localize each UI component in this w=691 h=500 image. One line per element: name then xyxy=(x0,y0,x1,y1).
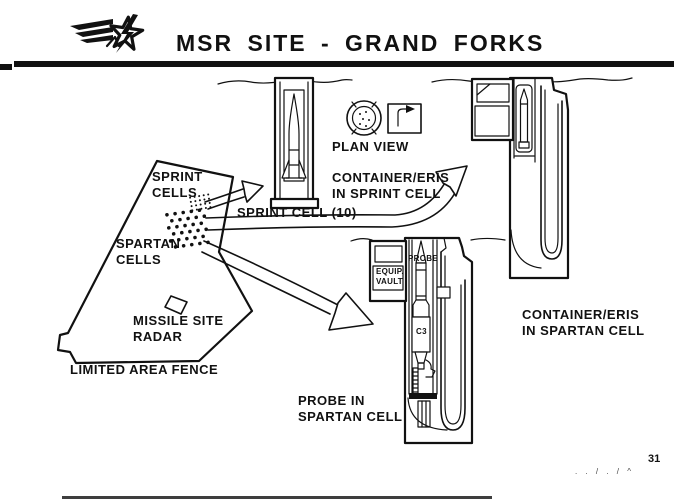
missile-site-radar-label: MISSILE SITE RADAR xyxy=(133,313,224,344)
title-rule xyxy=(14,61,674,67)
arrow-container-eris-sprint xyxy=(205,165,468,231)
limited-area-fence-label: LIMITED AREA FENCE xyxy=(70,362,219,377)
plan-view-drawing xyxy=(346,100,422,136)
spartan-cells-label: SPARTAN CELLS xyxy=(116,236,181,267)
winged-star-logo xyxy=(70,14,145,53)
sprint-cell-drawing xyxy=(269,76,320,210)
arrow-probe-spartan xyxy=(201,240,374,331)
container-eris-spartan-label: CONTAINER/ERIS IN SPARTAN CELL xyxy=(522,307,645,338)
scan-artifact xyxy=(0,64,12,70)
probe-detail-label: PROBE xyxy=(408,254,438,263)
plan-view-label: PLAN VIEW xyxy=(332,139,409,154)
sprint-cell-count-label: SPRINT CELL (10) xyxy=(237,205,357,220)
sprint-cells-dots xyxy=(189,193,212,212)
probe-spartan-label: PROBE IN SPARTAN CELL xyxy=(298,393,403,424)
radar-diamond-icon xyxy=(164,295,188,315)
page-number: 31 xyxy=(648,453,661,465)
scan-stray-marks: . . / . / ^ xyxy=(575,467,634,476)
scan-edge-line xyxy=(62,496,492,499)
spartan-cell-probe-drawing xyxy=(368,236,474,445)
fence-outline xyxy=(56,159,254,365)
spartan-cells-dots xyxy=(165,208,210,249)
ground-line-middle xyxy=(350,237,506,242)
spartan-cell-container-drawing xyxy=(470,76,570,280)
equip-vault-label: EQUIP. VAULT xyxy=(376,267,404,286)
container-eris-sprint-label: CONTAINER/ERIS IN SPRINT CELL xyxy=(332,170,450,201)
page-title: MSR SITE - GRAND FORKS xyxy=(176,30,545,56)
plan-view-dots xyxy=(359,111,370,127)
c3-label: C3 xyxy=(416,327,427,336)
sprint-cells-label: SPRINT CELLS xyxy=(152,169,203,200)
arrow-to-sprint-cell xyxy=(204,180,264,210)
